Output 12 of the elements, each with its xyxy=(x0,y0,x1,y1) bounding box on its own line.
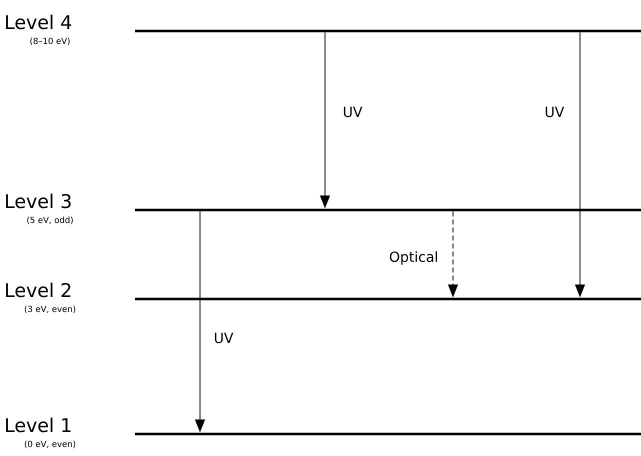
energy-note: (3 eV, even) xyxy=(24,306,76,314)
edge-label: UV xyxy=(344,106,362,118)
edge-label: UV xyxy=(214,332,234,344)
level-name: Level 4 xyxy=(6,14,72,30)
edge-label: Optical xyxy=(390,251,437,265)
level-name: Level 3 xyxy=(6,194,71,208)
energy-note: (8–10 eV) xyxy=(30,38,70,46)
energy-note: (0 eV, even) xyxy=(24,440,76,448)
level-name: Level 1 xyxy=(6,418,70,432)
energy-note: (5 eV, odd) xyxy=(27,216,73,224)
edge-label: UV xyxy=(546,106,564,118)
level-name: Level 2 xyxy=(6,282,70,298)
